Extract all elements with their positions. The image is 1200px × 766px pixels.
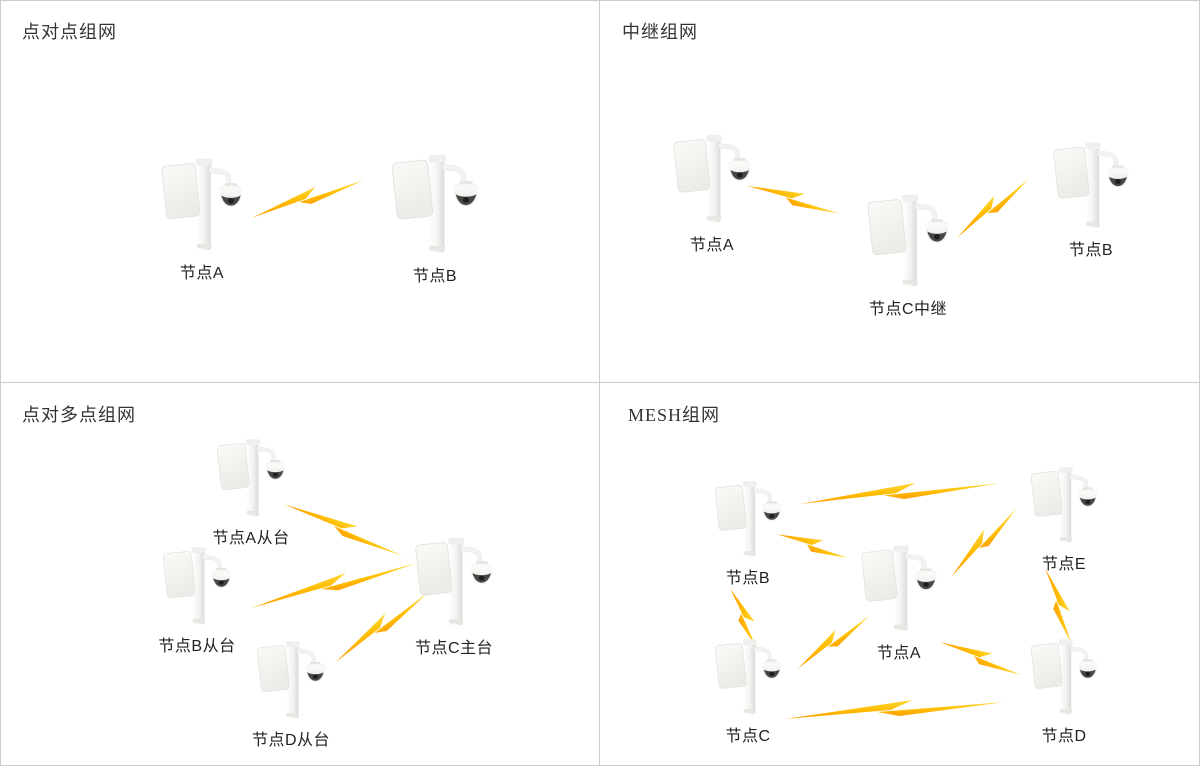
wireless-bridge-camera-icon [670, 132, 754, 229]
lightning-bolt [799, 481, 1001, 504]
node-label: 节点A [179, 265, 225, 282]
wireless-bridge-camera-icon [712, 637, 784, 720]
node-device: 节点E [1028, 465, 1100, 573]
lightning-bolt [785, 700, 1005, 719]
lightning-bolt [284, 488, 404, 571]
quadrant-title: MESH组网 [628, 405, 721, 425]
node-label: 节点B从台 [158, 638, 236, 655]
node-device: 节点D从台 [252, 639, 330, 749]
wireless-bridge-camera-icon [1028, 465, 1100, 548]
wireless-bridge-camera-icon [1028, 637, 1100, 720]
node-label: 节点C中继 [868, 301, 948, 318]
node-device: 节点C [712, 637, 784, 745]
node-device: 节点A从台 [212, 437, 289, 547]
node-device: 节点B [388, 152, 482, 285]
node-label: 节点E [1041, 556, 1087, 573]
quadrant-point-to-multipoint: 点对多点组网 节点A从台 节点B从台 节点D从台 节点C主台 [0, 383, 600, 766]
quadrant-title: 点对点组网 [22, 22, 117, 42]
node-label: 节点D [1041, 728, 1087, 745]
node-label: 节点A [689, 237, 735, 254]
node-device: 节点A [158, 156, 246, 282]
wireless-bridge-camera-icon [160, 545, 234, 630]
node-label: 节点B [1068, 242, 1114, 259]
wireless-bridge-camera-icon [388, 152, 482, 260]
lightning-bolt [940, 506, 1027, 577]
quadrant-mesh: MESH组网 节点B 节点E 节点A 节点C 节 [600, 383, 1200, 766]
node-device: 节点D [1028, 637, 1100, 745]
node-device: 节点A [858, 543, 940, 662]
wireless-bridge-camera-icon [158, 156, 246, 257]
node-label: 节点A从台 [212, 530, 290, 547]
node-label: 节点B [412, 268, 458, 285]
lightning-bolt [248, 561, 420, 608]
quadrant-point-to-point: 点对点组网 节点A 节点B [0, 0, 600, 383]
node-device: 节点C主台 [412, 535, 496, 657]
node-label: 节点C [725, 728, 771, 745]
quadrant-title: 点对多点组网 [22, 405, 136, 425]
bolt-layer [248, 178, 368, 218]
lightning-bolt [939, 626, 1023, 690]
node-device: 节点C中继 [864, 192, 952, 318]
wireless-bridge-camera-icon [864, 192, 952, 293]
wireless-bridge-camera-icon [214, 437, 288, 522]
lightning-bolt [948, 177, 1038, 238]
node-label: 节点D从台 [251, 732, 331, 749]
quadrant-relay: 中继组网 节点A 节点C中继 节点B [600, 0, 1200, 383]
node-label: 节点C主台 [414, 640, 494, 657]
wireless-bridge-camera-icon [1050, 140, 1132, 234]
node-device: 节点B [1050, 140, 1132, 259]
quadrant-title: 中继组网 [622, 22, 698, 42]
wireless-bridge-camera-icon [254, 639, 328, 724]
node-device: 节点B从台 [158, 545, 235, 655]
lightning-bolt [248, 178, 368, 218]
lightning-bolt [1045, 565, 1074, 647]
node-device: 节点A [670, 132, 754, 254]
node-device: 节点B [712, 479, 784, 587]
node-label: 节点B [725, 570, 771, 587]
wireless-bridge-camera-icon [712, 479, 784, 562]
wireless-bridge-camera-icon [858, 543, 940, 637]
lightning-bolt [777, 518, 850, 573]
node-label: 节点A [876, 645, 922, 662]
wireless-bridge-camera-icon [412, 535, 496, 632]
lightning-bolt [747, 168, 841, 229]
